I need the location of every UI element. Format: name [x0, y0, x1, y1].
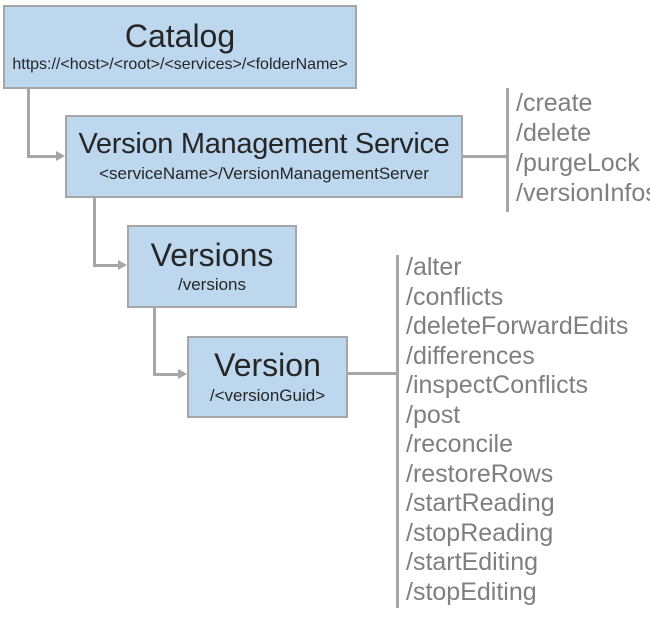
operation-item: /post: [406, 400, 461, 429]
vms-operations-list: /create /delete /purgeLock /versionInfos: [516, 88, 650, 208]
vms-title: Version Management Service: [78, 128, 450, 161]
connector-vms-versions-vertical: [93, 198, 96, 267]
operation-item: /alter: [406, 253, 462, 281]
connector-catalog-vms-vertical: [27, 88, 30, 158]
operation-item: /conflicts: [406, 282, 504, 311]
node-catalog: Catalog https://<host>/<root>/<services>…: [3, 5, 357, 89]
node-version: Version /<versionGuid>: [187, 336, 348, 418]
vms-operations-bracket: [506, 88, 509, 212]
versions-path: /versions: [177, 275, 247, 295]
version-operations-list: /alter /conflicts /deleteForwardEdits /d…: [406, 253, 628, 608]
node-versions: Versions /versions: [127, 225, 297, 308]
operation-item: /restoreRows: [406, 459, 554, 488]
arrowhead-icon: [118, 260, 127, 270]
arrowhead-icon: [178, 369, 187, 379]
operation-item: /create: [516, 89, 593, 117]
catalog-title: Catalog: [124, 17, 236, 54]
vms-path: <serviceName>/VersionManagementServer: [99, 163, 429, 183]
operation-item: /stopEditing: [406, 578, 537, 607]
catalog-url: https://<host>/<root>/<services>/<folder…: [12, 56, 348, 74]
version-path: /<versionGuid>: [209, 385, 326, 405]
operation-item: /purgeLock: [516, 149, 640, 177]
version-title: Version: [214, 347, 321, 384]
operation-item: /startEditing: [406, 548, 539, 577]
node-version-management-service: Version Management Service <serviceName>…: [65, 115, 463, 198]
connector-vms-operations: [463, 155, 507, 158]
connector-catalog-vms-horizontal: [27, 155, 56, 158]
versions-title: Versions: [150, 236, 274, 273]
operation-item: /delete: [516, 119, 592, 147]
connector-versions-version-vertical: [153, 308, 156, 376]
connector-versions-version-horizontal: [153, 373, 178, 376]
arrowhead-icon: [56, 151, 65, 161]
connector-vms-versions-horizontal: [93, 264, 118, 267]
operation-item: /reconcile: [406, 430, 513, 459]
operation-item: /startReading: [406, 489, 555, 518]
operation-item: /inspectConflicts: [406, 371, 589, 400]
operation-item: /versionInfos: [516, 179, 650, 207]
connector-version-operations: [348, 372, 397, 375]
version-operations-bracket: [396, 255, 399, 608]
operation-item: /stopReading: [406, 518, 554, 547]
operation-item: /differences: [406, 341, 535, 370]
operation-item: /deleteForwardEdits: [406, 312, 629, 341]
